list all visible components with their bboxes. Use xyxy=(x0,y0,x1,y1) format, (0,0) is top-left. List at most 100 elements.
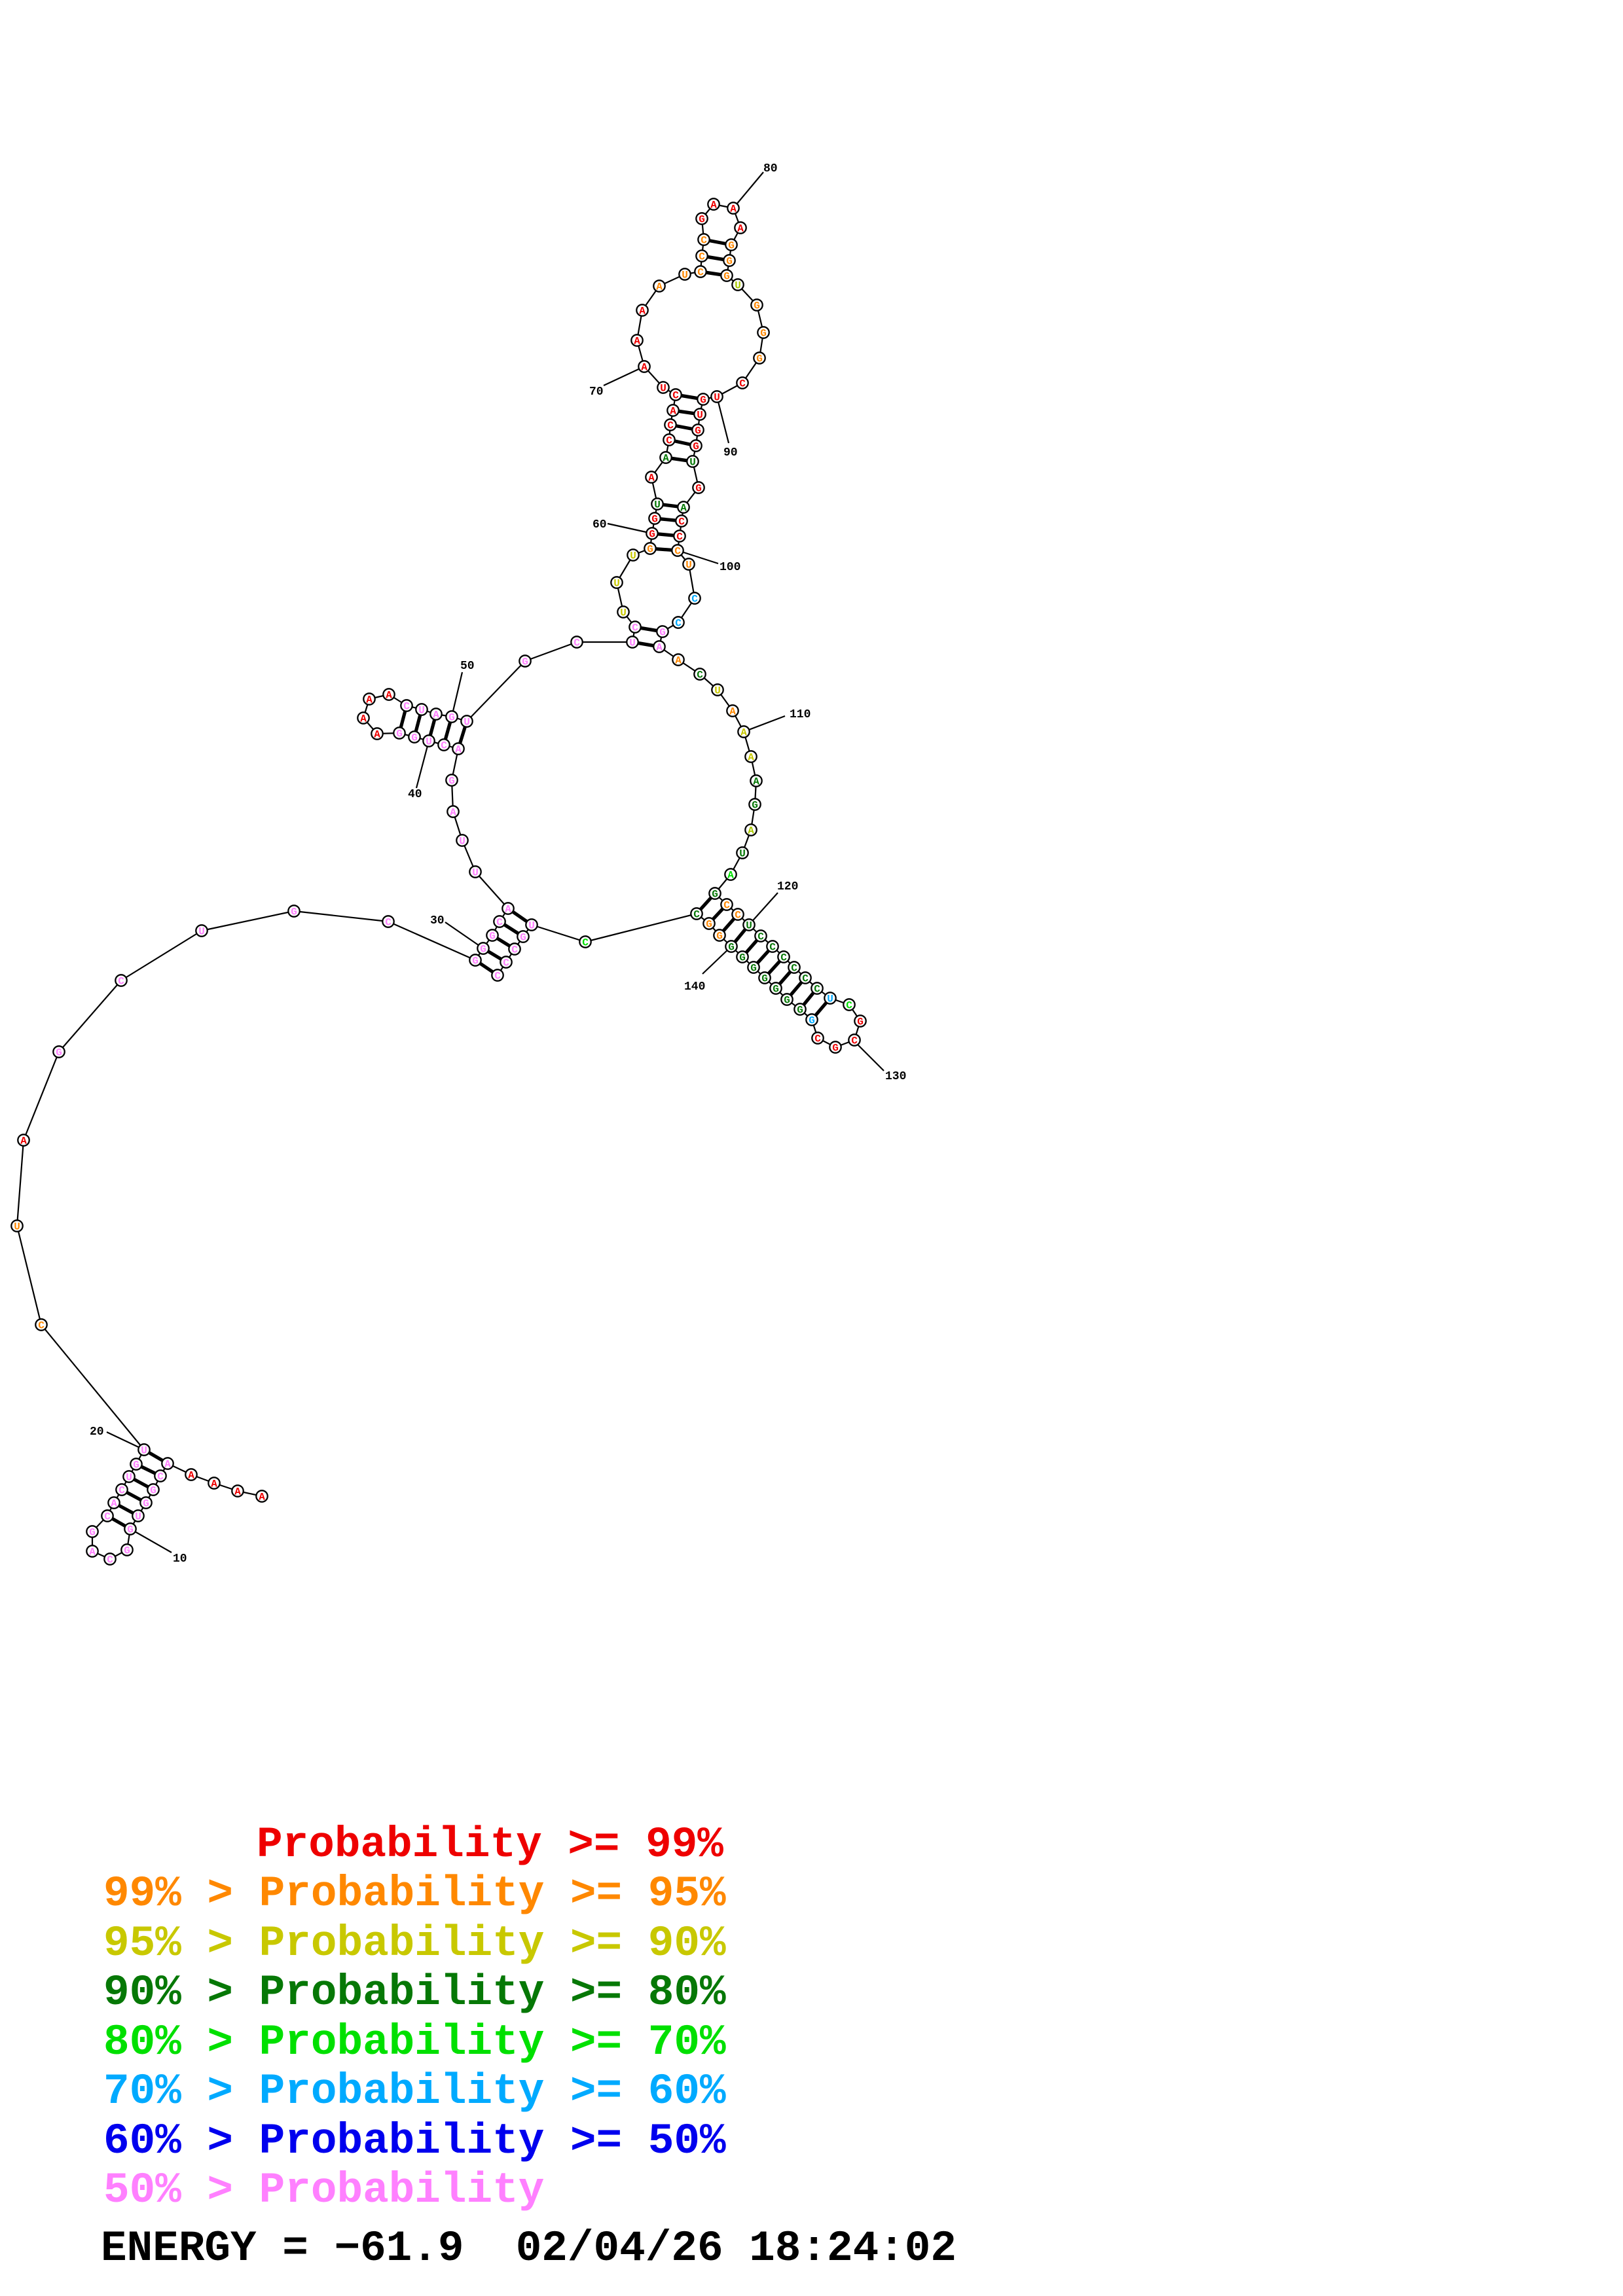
svg-text:90: 90 xyxy=(723,446,738,459)
svg-text:C: C xyxy=(739,378,746,390)
svg-text:C: C xyxy=(494,971,501,982)
svg-text:A: A xyxy=(663,453,669,465)
svg-text:Probability >= 99%: Probability >= 99% xyxy=(257,1820,723,1869)
svg-text:C: C xyxy=(851,1035,858,1047)
svg-text:A: A xyxy=(374,729,380,741)
svg-text:G: G xyxy=(693,441,699,453)
svg-text:A: A xyxy=(111,1498,117,1510)
svg-text:U: U xyxy=(464,717,470,728)
svg-text:U: U xyxy=(459,836,465,848)
svg-text:U: U xyxy=(613,578,620,590)
svg-text:110: 110 xyxy=(790,708,811,721)
svg-text:130: 130 xyxy=(885,1070,906,1083)
svg-text:A: A xyxy=(634,336,640,348)
svg-text:A: A xyxy=(737,223,744,235)
svg-text:A: A xyxy=(386,690,392,702)
svg-text:G: G xyxy=(411,732,418,744)
svg-text:10: 10 xyxy=(173,1552,187,1566)
svg-text:A: A xyxy=(680,503,687,514)
svg-text:G: G xyxy=(649,529,655,541)
svg-text:C: C xyxy=(38,1320,45,1332)
svg-text:G: G xyxy=(726,256,733,268)
svg-text:C: C xyxy=(735,910,741,922)
svg-text:G: G xyxy=(760,328,767,340)
svg-text:G: G xyxy=(754,300,760,312)
svg-text:99% > Probability >= 95%: 99% > Probability >= 95% xyxy=(103,1869,726,1918)
svg-text:60: 60 xyxy=(593,518,607,531)
svg-text:C: C xyxy=(666,435,672,447)
svg-text:U: U xyxy=(697,410,703,422)
svg-text:C: C xyxy=(157,1471,164,1483)
svg-text:100: 100 xyxy=(720,561,740,574)
svg-text:U: U xyxy=(630,550,636,562)
svg-text:C: C xyxy=(511,944,518,956)
svg-text:A: A xyxy=(211,1479,217,1490)
svg-text:A: A xyxy=(89,1547,96,1558)
svg-text:80% > Probability >= 70%: 80% > Probability >= 70% xyxy=(103,2018,726,2067)
svg-text:U: U xyxy=(141,1445,147,1457)
svg-text:G: G xyxy=(472,956,479,967)
svg-text:A: A xyxy=(727,870,734,882)
svg-text:C: C xyxy=(791,963,797,975)
svg-text:A: A xyxy=(748,825,754,837)
svg-text:A: A xyxy=(748,752,754,764)
svg-text:C: C xyxy=(119,1485,125,1497)
svg-text:A: A xyxy=(729,706,736,718)
svg-text:U: U xyxy=(714,392,720,404)
svg-text:ENERGY = −61.9 02/04/26 18:24: ENERGY = −61.9 02/04/26 18:24:02 xyxy=(101,2224,957,2273)
svg-text:A: A xyxy=(234,1486,241,1498)
svg-text:U: U xyxy=(418,705,425,717)
svg-text:G: G xyxy=(752,800,758,812)
svg-text:G: G xyxy=(695,425,701,437)
svg-text:A: A xyxy=(455,744,462,756)
svg-text:A: A xyxy=(639,306,646,317)
svg-text:G: G xyxy=(739,952,746,964)
svg-text:C: C xyxy=(672,390,679,402)
svg-text:U: U xyxy=(14,1221,20,1233)
svg-text:A: A xyxy=(505,904,511,916)
svg-text:A: A xyxy=(360,713,367,725)
svg-text:A: A xyxy=(648,473,655,484)
svg-text:C: C xyxy=(769,942,776,954)
svg-text:G: G xyxy=(797,1005,803,1016)
svg-text:G: G xyxy=(448,776,455,787)
svg-text:30: 30 xyxy=(430,914,445,927)
svg-text:A: A xyxy=(656,281,663,293)
svg-text:C: C xyxy=(723,900,730,912)
svg-text:C: C xyxy=(107,1554,113,1566)
svg-text:50% > Probability: 50% > Probability xyxy=(103,2166,544,2215)
svg-text:G: G xyxy=(699,214,705,226)
svg-text:C: C xyxy=(846,1000,852,1012)
svg-text:G: G xyxy=(695,483,702,495)
svg-text:G: G xyxy=(857,1016,864,1028)
svg-text:U: U xyxy=(746,920,752,932)
svg-text:120: 120 xyxy=(777,880,798,893)
svg-text:G: G xyxy=(784,995,790,1007)
svg-text:G: G xyxy=(127,1524,134,1536)
svg-text:G: G xyxy=(728,240,735,252)
svg-text:U: U xyxy=(654,499,661,511)
svg-text:C: C xyxy=(699,251,705,263)
svg-text:C: C xyxy=(814,984,820,996)
svg-text:U: U xyxy=(827,994,833,1005)
svg-text:A: A xyxy=(366,694,373,706)
svg-text:A: A xyxy=(433,709,439,721)
svg-text:C: C xyxy=(678,516,685,528)
svg-text:A: A xyxy=(164,1459,171,1471)
svg-text:70: 70 xyxy=(589,386,604,399)
svg-text:G: G xyxy=(448,712,455,724)
svg-text:G: G xyxy=(750,963,757,975)
svg-text:C: C xyxy=(118,976,124,988)
svg-text:U: U xyxy=(126,1472,132,1484)
svg-text:G: G xyxy=(480,944,486,956)
svg-text:G: G xyxy=(133,1460,139,1471)
svg-text:G: G xyxy=(756,353,763,365)
svg-text:C: C xyxy=(780,952,787,964)
svg-text:A: A xyxy=(188,1470,194,1482)
svg-text:G: G xyxy=(809,1015,815,1027)
svg-text:G: G xyxy=(150,1485,156,1497)
svg-text:C: C xyxy=(697,670,703,681)
svg-text:G: G xyxy=(723,271,730,283)
svg-text:C: C xyxy=(441,740,447,752)
svg-text:A: A xyxy=(259,1492,265,1503)
